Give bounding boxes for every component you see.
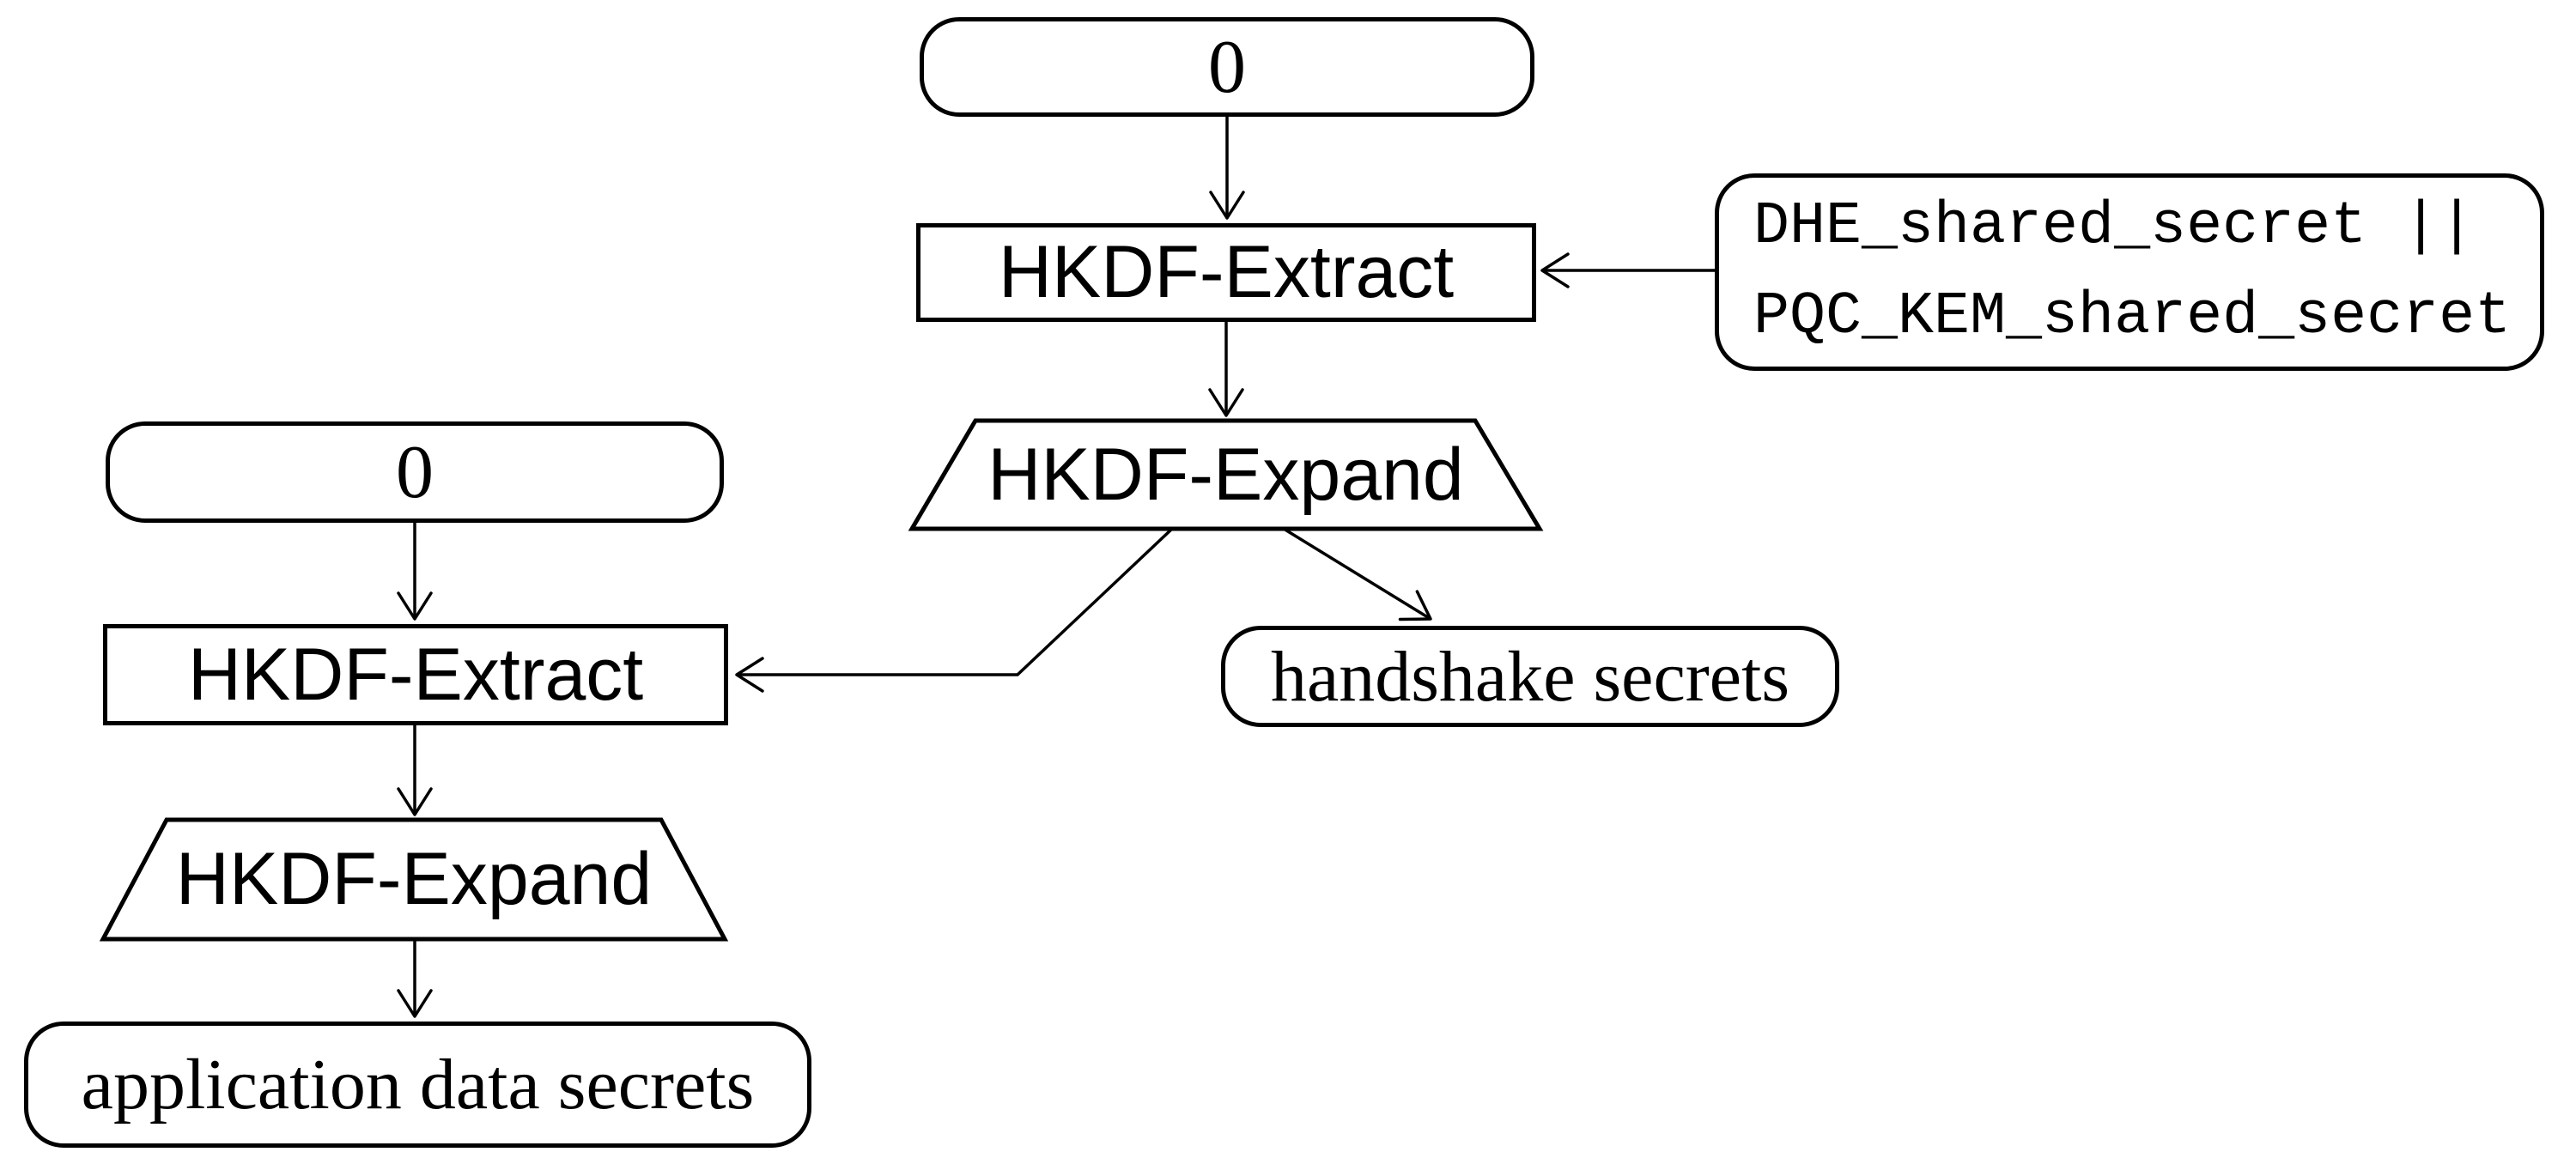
arrow-expand-to-left-extract [735, 527, 1174, 693]
hkdf-expand-trapezoid-right [908, 418, 1544, 531]
hkdf-expand-trapezoid-left [99, 817, 729, 942]
node-handshake-secrets-label: handshake secrets [1270, 636, 1790, 717]
node-zero-left-label: 0 [396, 430, 434, 514]
arrow-expand-to-handshake-secrets [1283, 527, 1432, 621]
node-dhe-pqc-input-line2: PQC_KEM_shared_secret [1753, 283, 2512, 351]
node-hkdf-expand-right-label: HKDF-Expand [987, 433, 1464, 516]
node-hkdf-expand-left-label: HKDF-Expand [175, 838, 653, 920]
node-zero-right-label: 0 [1208, 25, 1246, 109]
node-application-data-secrets-label: application data secrets [81, 1045, 755, 1125]
node-hkdf-expand-right: HKDF-Expand [912, 421, 1540, 529]
node-application-data-secrets: application data secrets [24, 1022, 811, 1148]
node-hkdf-extract-right-label: HKDF-Extract [998, 231, 1455, 313]
node-dhe-pqc-input-line1: DHE_shared_secret || [1753, 193, 2476, 261]
node-zero-left: 0 [106, 421, 724, 523]
node-handshake-secrets: handshake secrets [1221, 626, 1839, 727]
node-hkdf-extract-left: HKDF-Extract [103, 624, 728, 725]
node-zero-right: 0 [920, 17, 1534, 117]
node-dhe-pqc-input: DHE_shared_secret || PQC_KEM_shared_secr… [1715, 173, 2544, 371]
node-hkdf-extract-left-label: HKDF-Extract [187, 633, 644, 716]
node-hkdf-expand-left: HKDF-Expand [103, 820, 725, 939]
node-hkdf-extract-right: HKDF-Extract [916, 223, 1536, 322]
